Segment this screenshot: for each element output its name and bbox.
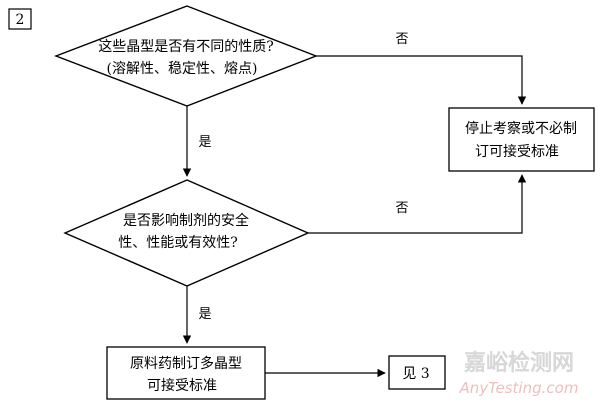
decision-2-line2: 性、性能或有效性? [118,235,238,251]
decision-2: 是否影响制剂的安全 性、性能或有效性? [63,179,310,287]
action-box-line2: 可接受标准 [147,377,217,394]
edge-d1-no [316,55,527,105]
edge-label-d1-yes: 是 [198,135,211,150]
action-box: 原料药制订多晶型 可接受标准 [106,346,266,400]
watermark: 嘉峪检测网 AnyTesting.com [459,350,579,397]
ref-box-text: 见 3 [402,366,429,382]
watermark-cn: 嘉峪检测网 [464,350,574,376]
edge-label-d2-yes: 是 [198,307,211,322]
stop-box-line2: 订可接受标准 [475,143,559,160]
connectors [182,55,527,378]
decision-1-line2: (溶解性、稳定性、熔点) [107,61,258,77]
edge-d2-no [308,174,527,234]
ref-box: 见 3 [388,355,446,390]
action-box-line1: 原料药制订多晶型 [130,355,242,372]
decision-2-line1: 是否影响制剂的安全 [123,212,249,229]
decision-1: 这些晶型是否有不同的性质? (溶解性、稳定性、熔点) [54,5,318,107]
page-label-box: 2 [8,8,32,30]
page-label: 2 [16,12,25,28]
stop-box-line1: 停止考察或不必制 [465,120,577,137]
edge-label-d1-no: 否 [395,32,408,47]
edge-label-d2-no: 否 [395,201,408,216]
watermark-en: AnyTesting.com [459,379,579,397]
decision-1-line1: 这些晶型是否有不同的性质? [98,38,274,55]
stop-box: 停止考察或不必制 订可接受标准 [448,107,595,172]
